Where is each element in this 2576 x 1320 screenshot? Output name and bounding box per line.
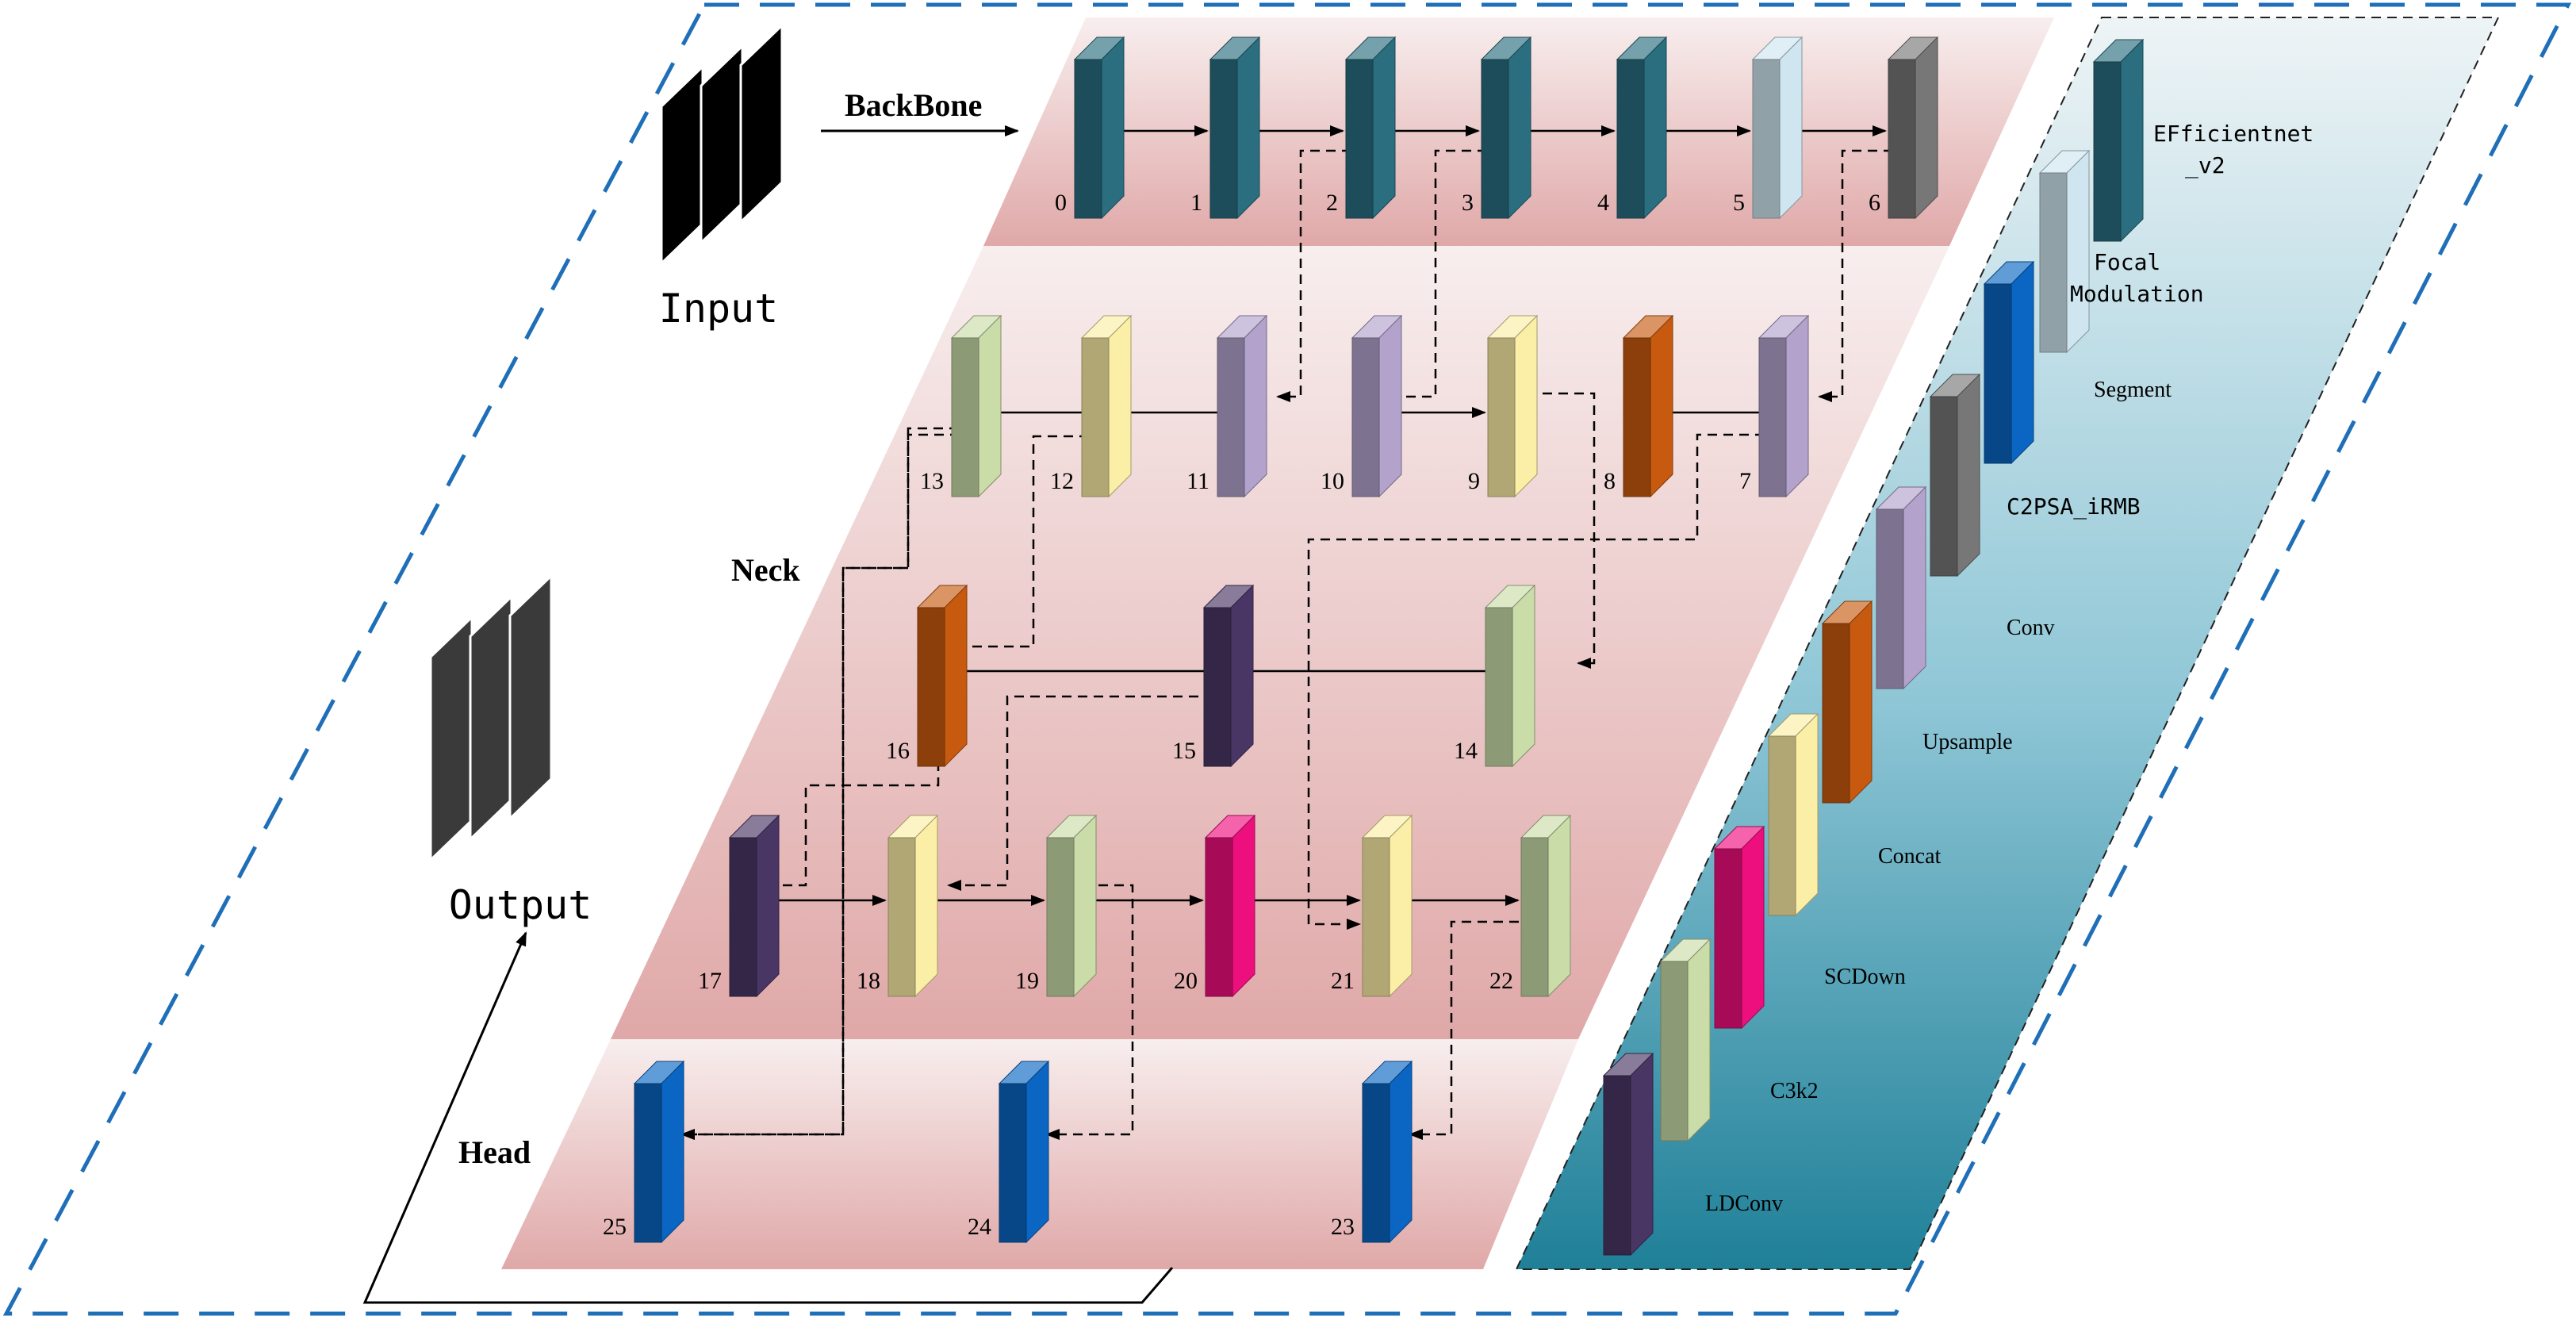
node-5 xyxy=(1751,36,1804,220)
output-stack-icon xyxy=(429,573,553,863)
node-label-21: 21 xyxy=(1331,968,1355,994)
node-label-20: 20 xyxy=(1174,968,1198,994)
node-label-24: 24 xyxy=(968,1214,991,1240)
node-label-19: 19 xyxy=(1015,968,1039,994)
node-15 xyxy=(1202,584,1255,768)
node-19 xyxy=(1045,814,1098,998)
legend-label-focal: Focal xyxy=(2094,249,2160,275)
legend-label-upsample: Upsample xyxy=(1922,730,2013,754)
node-14 xyxy=(1484,584,1536,768)
node-22 xyxy=(1520,814,1572,998)
node-4 xyxy=(1616,36,1668,220)
node-label-14: 14 xyxy=(1454,738,1478,764)
node-0 xyxy=(1073,36,1125,220)
legend-block-scdown xyxy=(1713,825,1765,1030)
node-label-16: 16 xyxy=(886,738,910,764)
node-1 xyxy=(1209,36,1261,220)
node-label-15: 15 xyxy=(1172,738,1196,764)
backbone-label: BackBone xyxy=(845,87,982,123)
node-6 xyxy=(1887,36,1939,220)
legend-label-efficientnet: EFficientnet xyxy=(2153,121,2313,147)
legend-block-focal xyxy=(2038,149,2091,354)
node-label-18: 18 xyxy=(857,968,880,994)
legend-dashed-border xyxy=(1515,17,2500,1270)
node-label-25: 25 xyxy=(603,1214,627,1240)
legend-label-concat: Concat xyxy=(1878,844,1942,869)
node-label-4: 4 xyxy=(1597,190,1609,216)
legend-label-scdown: SCDown xyxy=(1824,965,1906,989)
node-label-9: 9 xyxy=(1468,468,1480,494)
legend-block-c2psa xyxy=(1929,373,1981,578)
legend-label-segment: Segment xyxy=(2094,378,2172,402)
node-label-23: 23 xyxy=(1331,1214,1355,1240)
node-18 xyxy=(887,814,939,998)
node-13 xyxy=(950,314,1002,498)
node-label-0: 0 xyxy=(1055,190,1067,216)
neck-label: Neck xyxy=(731,552,800,588)
node-17 xyxy=(728,814,780,998)
node-label-22: 22 xyxy=(1489,968,1513,994)
node-label-1: 1 xyxy=(1190,190,1202,216)
node-24 xyxy=(998,1060,1050,1244)
node-23 xyxy=(1361,1060,1413,1244)
legend-label-ldconv: LDConv xyxy=(1705,1191,1783,1216)
node-label-3: 3 xyxy=(1462,190,1474,216)
legend-block-ldconv xyxy=(1602,1052,1654,1257)
legend-block-efficientnet xyxy=(2092,38,2145,243)
legend-label-focal-line2: Modulation xyxy=(2070,281,2204,307)
node-7 xyxy=(1758,314,1810,498)
output-slab-3 xyxy=(508,573,553,822)
node-9 xyxy=(1486,314,1539,498)
legend-block-segment xyxy=(1983,260,2035,465)
neck-band xyxy=(611,246,1949,1039)
input-slab-3 xyxy=(739,22,784,225)
legend-block-c3k2 xyxy=(1659,938,1712,1142)
output-label: Output xyxy=(449,882,592,928)
input-stack-icon xyxy=(660,22,784,267)
node-25 xyxy=(633,1060,685,1244)
input-slab-2 xyxy=(700,43,744,246)
node-8 xyxy=(1622,314,1674,498)
legend-label-c3k2: C3k2 xyxy=(1770,1079,1819,1103)
node-label-8: 8 xyxy=(1604,468,1616,494)
legend-block-conv xyxy=(1875,485,1927,690)
node-label-13: 13 xyxy=(920,468,944,494)
legend-block-upsample xyxy=(1821,600,1873,804)
node-12 xyxy=(1080,314,1133,498)
node-2 xyxy=(1344,36,1397,220)
node-20 xyxy=(1204,814,1256,998)
node-10 xyxy=(1351,314,1403,498)
node-label-2: 2 xyxy=(1326,190,1338,216)
output-arrow xyxy=(362,931,1174,1304)
legend-label-conv: Conv xyxy=(2007,616,2055,640)
node-label-7: 7 xyxy=(1739,468,1751,494)
node-label-17: 17 xyxy=(698,968,722,994)
input-label: Input xyxy=(659,286,779,332)
output-slab-1 xyxy=(429,614,473,863)
node-16 xyxy=(916,584,968,768)
legend-block-concat xyxy=(1767,712,1819,917)
node-label-5: 5 xyxy=(1733,190,1745,216)
head-label: Head xyxy=(458,1134,531,1170)
input-slab-1 xyxy=(660,63,704,267)
node-label-6: 6 xyxy=(1869,190,1880,216)
legend-label-c2psa: C2PSA_iRMB xyxy=(2007,493,2141,520)
node-label-12: 12 xyxy=(1050,468,1074,494)
node-11 xyxy=(1216,314,1268,498)
node-21 xyxy=(1361,814,1413,998)
output-slab-2 xyxy=(469,593,513,842)
node-3 xyxy=(1480,36,1532,220)
node-label-10: 10 xyxy=(1321,468,1344,494)
legend-label-efficientnet-line2: _v2 xyxy=(2185,152,2225,179)
node-label-11: 11 xyxy=(1186,468,1209,494)
